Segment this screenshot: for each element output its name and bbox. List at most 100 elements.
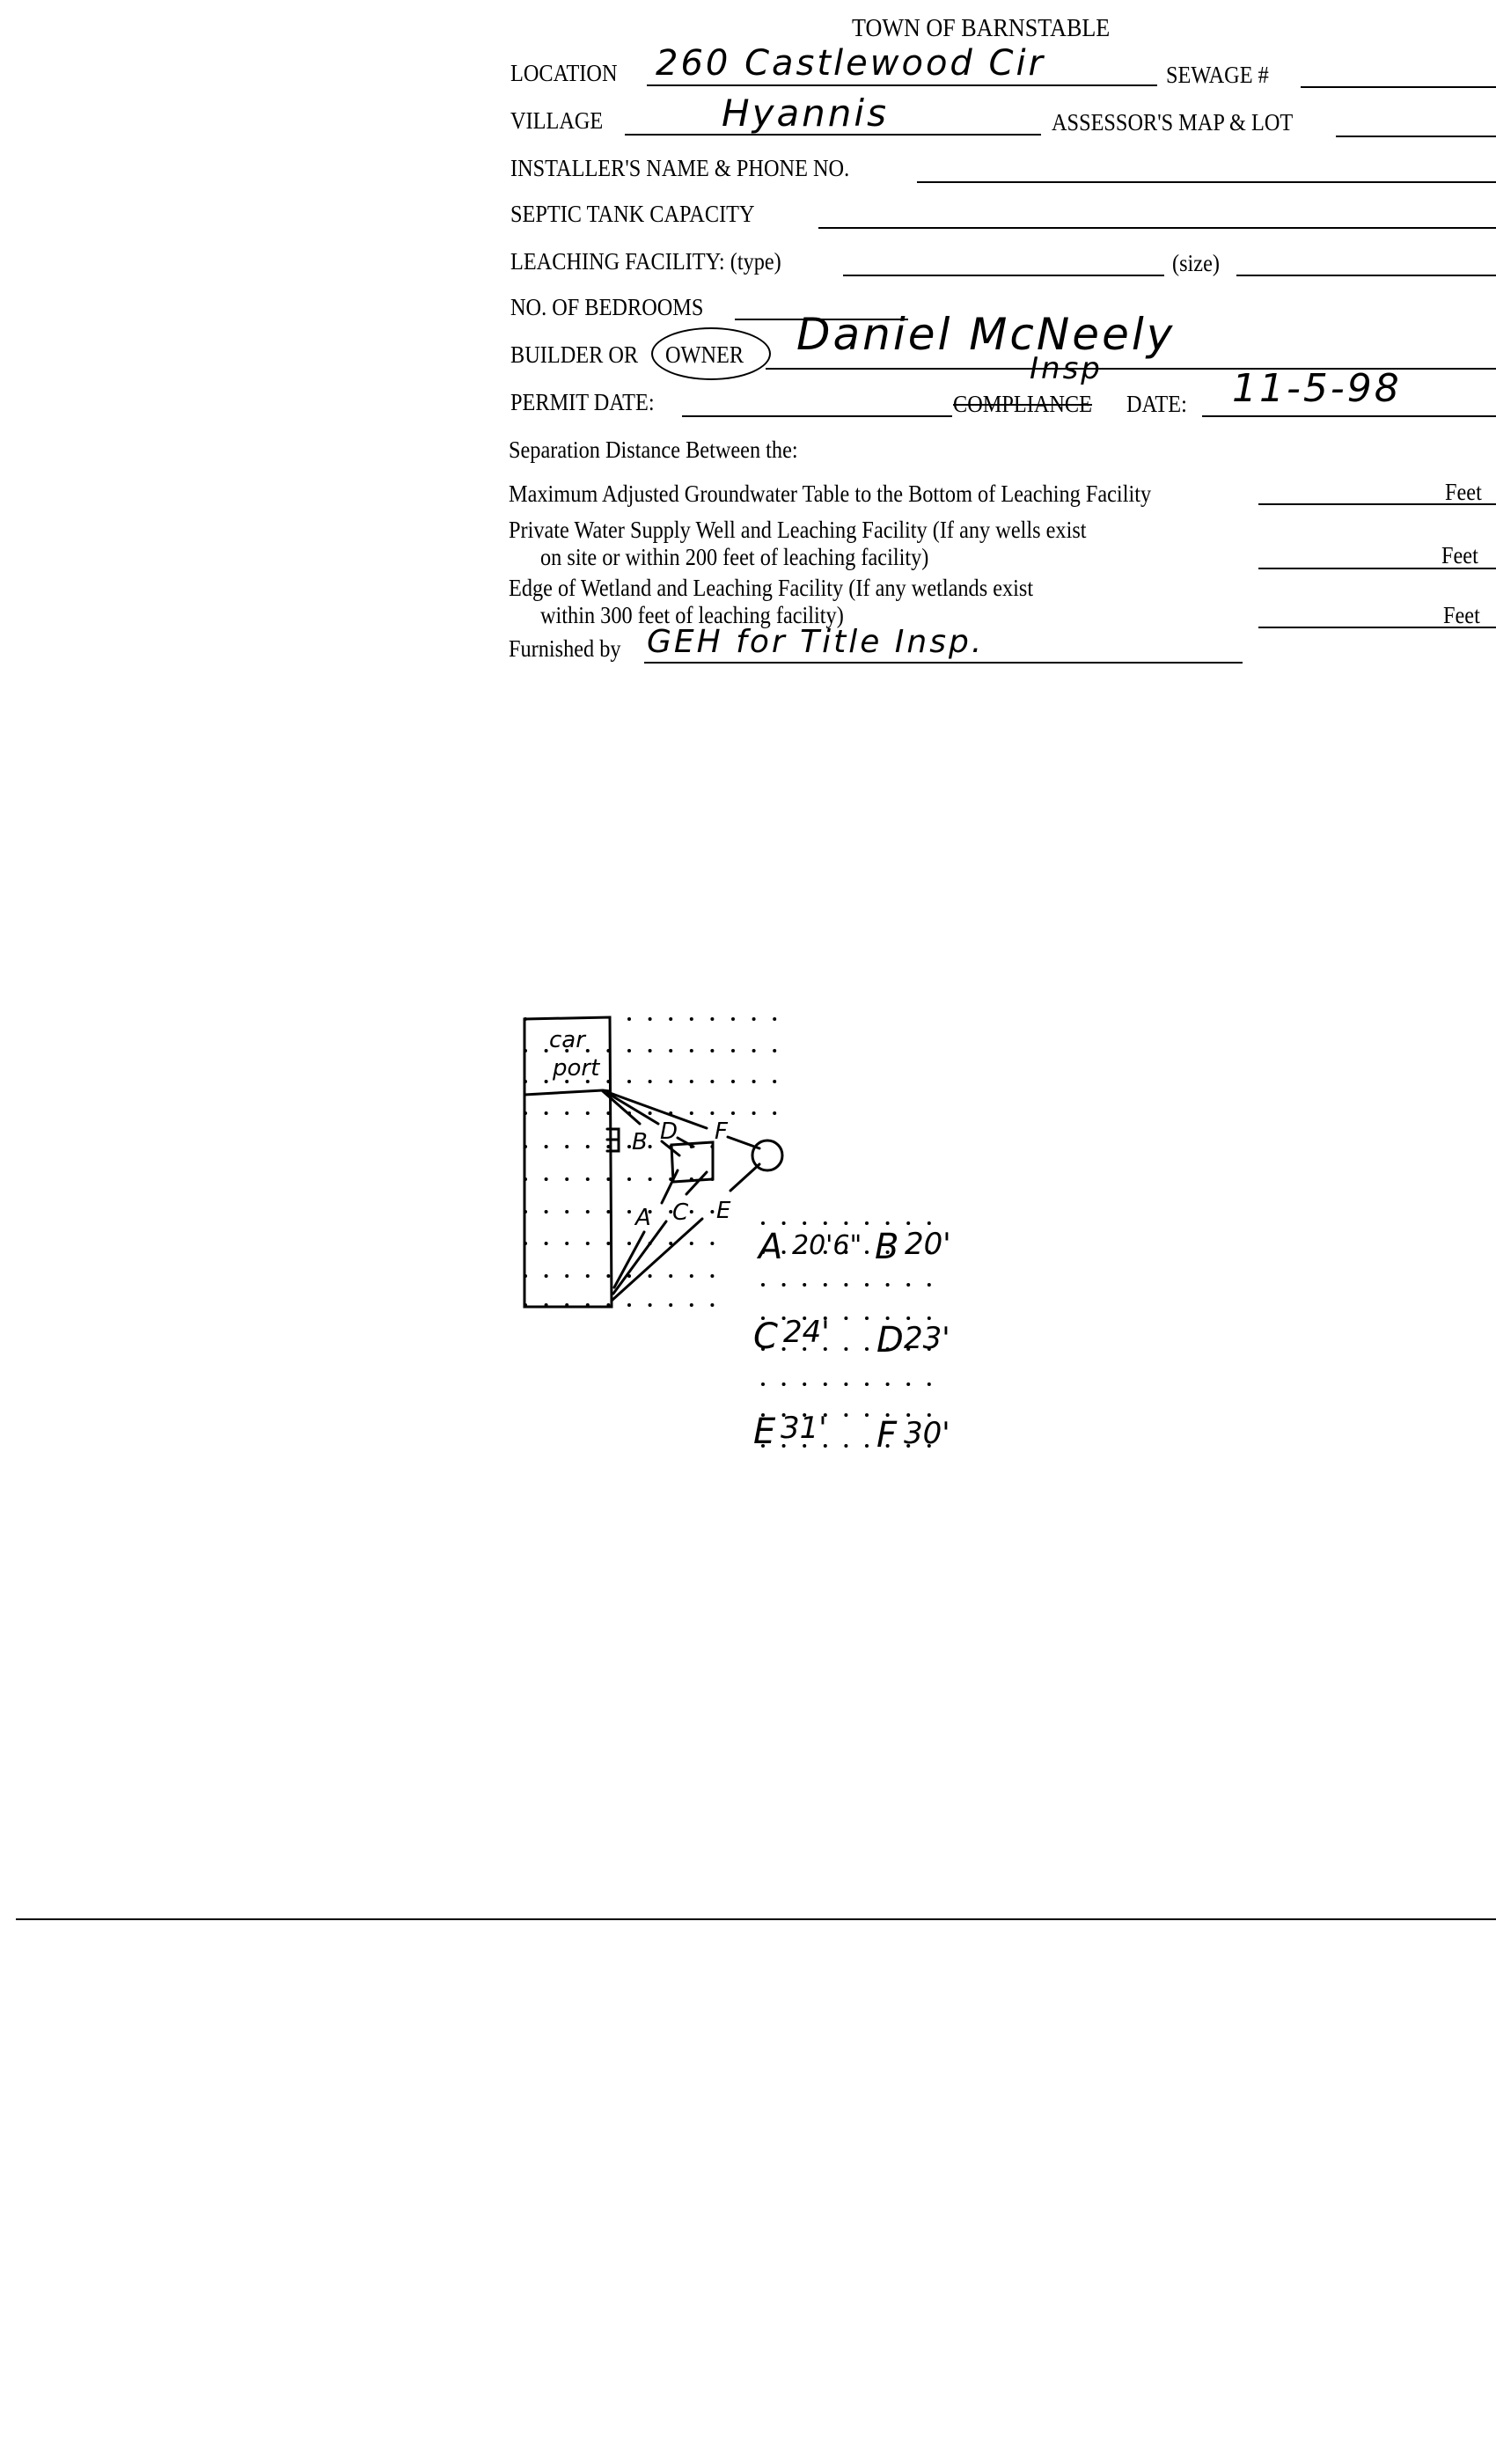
grid-dot	[689, 1049, 693, 1052]
separation-row-well-cont: on site or within 200 feet of leaching f…	[540, 544, 929, 570]
leaching-type-line	[843, 275, 1164, 276]
grid-dot	[844, 1413, 848, 1417]
grid-dot	[544, 1111, 548, 1115]
grid-dot	[606, 1177, 611, 1181]
separation-row-groundwater: Maximum Adjusted Groundwater Table to th…	[509, 480, 1152, 507]
furnished-value: GEH for Title Insp.	[647, 624, 985, 660]
grid-dot	[761, 1283, 765, 1287]
date-field-line	[1202, 415, 1496, 417]
well-unit: Feet	[1441, 542, 1478, 568]
grid-dot	[710, 1049, 715, 1052]
separation-row-wetland-cont: within 300 feet of leaching facility)	[540, 602, 844, 628]
measure-label-e: E	[753, 1412, 776, 1452]
grid-dot	[565, 1274, 569, 1278]
grid-dot	[544, 1210, 548, 1214]
grid-dot	[585, 1080, 590, 1083]
assessor-label: ASSESSOR'S MAP & LOT	[1052, 109, 1294, 136]
grid-dot	[761, 1250, 765, 1254]
grid-dot	[627, 1080, 631, 1083]
point-label-e: E	[716, 1198, 731, 1224]
grid-dot	[648, 1210, 652, 1214]
location-value: 260 Castlewood Cir	[656, 43, 1046, 84]
grid-dot	[689, 1080, 693, 1083]
line-f	[608, 1091, 708, 1130]
grid-dot	[927, 1413, 931, 1417]
septic-field-line	[818, 227, 1496, 229]
line-a	[612, 1169, 679, 1289]
grid-dot	[585, 1177, 590, 1181]
grid-dot	[648, 1049, 652, 1052]
grid-dot	[761, 1413, 765, 1417]
grid-dot	[885, 1413, 890, 1417]
grid-dot	[773, 1017, 777, 1021]
grid-dot	[544, 1242, 548, 1245]
measure-label-d: D	[876, 1320, 904, 1360]
wetland-feet-line	[1258, 627, 1496, 628]
grid-dot	[606, 1274, 611, 1278]
point-label-a: A	[634, 1205, 651, 1231]
grid-dot	[906, 1316, 911, 1320]
point-label-d: D	[660, 1118, 678, 1145]
grid-dot	[565, 1210, 569, 1214]
grid-dot	[689, 1274, 693, 1278]
grid-dot	[585, 1210, 590, 1214]
grid-dot	[752, 1111, 756, 1115]
grid-dot	[844, 1250, 848, 1254]
grid-dot	[823, 1250, 827, 1254]
leaching-label: LEACHING FACILITY: (type)	[510, 248, 781, 275]
grid-dot	[927, 1382, 931, 1386]
grid-dot	[906, 1413, 911, 1417]
carport-divider	[523, 1089, 612, 1096]
grid-dot	[781, 1221, 786, 1225]
grid-dot	[844, 1444, 848, 1448]
grid-dot	[731, 1049, 735, 1052]
owner-field-line	[766, 368, 1496, 370]
grid-dot	[627, 1049, 631, 1052]
grid-dot	[565, 1177, 569, 1181]
installer-field-line	[917, 181, 1496, 183]
grid-dot	[627, 1242, 631, 1245]
grid-dot	[585, 1049, 590, 1052]
grid-dot	[906, 1347, 911, 1351]
line-f-circle	[726, 1135, 761, 1150]
grid-dot	[565, 1049, 569, 1052]
grid-dot	[731, 1080, 735, 1083]
village-label: VILLAGE	[510, 107, 604, 134]
grid-dot	[844, 1382, 848, 1386]
wetland-unit: Feet	[1443, 602, 1480, 628]
grid-dot	[885, 1382, 890, 1386]
date-value: 11-5-98	[1232, 366, 1402, 411]
grid-dot	[606, 1210, 611, 1214]
separation-row-wetland: Edge of Wetland and Leaching Facility (I…	[509, 575, 1034, 601]
line-c	[612, 1170, 708, 1295]
grid-dot	[885, 1444, 890, 1448]
grid-dot	[906, 1444, 911, 1448]
grid-dot	[773, 1080, 777, 1083]
grid-dot	[781, 1316, 786, 1320]
grid-dot	[803, 1316, 807, 1320]
grid-dot	[885, 1250, 890, 1254]
grid-dot	[865, 1347, 869, 1351]
grid-dot	[752, 1049, 756, 1052]
grid-dot	[627, 1210, 631, 1214]
location-label: LOCATION	[510, 60, 618, 86]
line-d-tank	[660, 1136, 695, 1157]
house-outline	[523, 1016, 613, 1309]
measure-value-f: 30'	[904, 1416, 950, 1451]
furnished-label: Furnished by	[509, 635, 621, 662]
grid-dot	[585, 1111, 590, 1115]
grid-dot	[544, 1274, 548, 1278]
grid-dot	[669, 1049, 673, 1052]
sewage-label: SEWAGE #	[1166, 62, 1269, 88]
assessor-field-line	[1336, 136, 1496, 137]
grid-dot	[585, 1242, 590, 1245]
size-label: (size)	[1172, 250, 1220, 276]
grid-dot	[565, 1111, 569, 1115]
grid-dot	[627, 1177, 631, 1181]
grid-dot	[823, 1413, 827, 1417]
grid-dot	[689, 1303, 693, 1307]
grid-dot	[885, 1283, 890, 1287]
grid-dot	[803, 1221, 807, 1225]
leaching-size-line	[1236, 275, 1496, 276]
grid-dot	[761, 1444, 765, 1448]
